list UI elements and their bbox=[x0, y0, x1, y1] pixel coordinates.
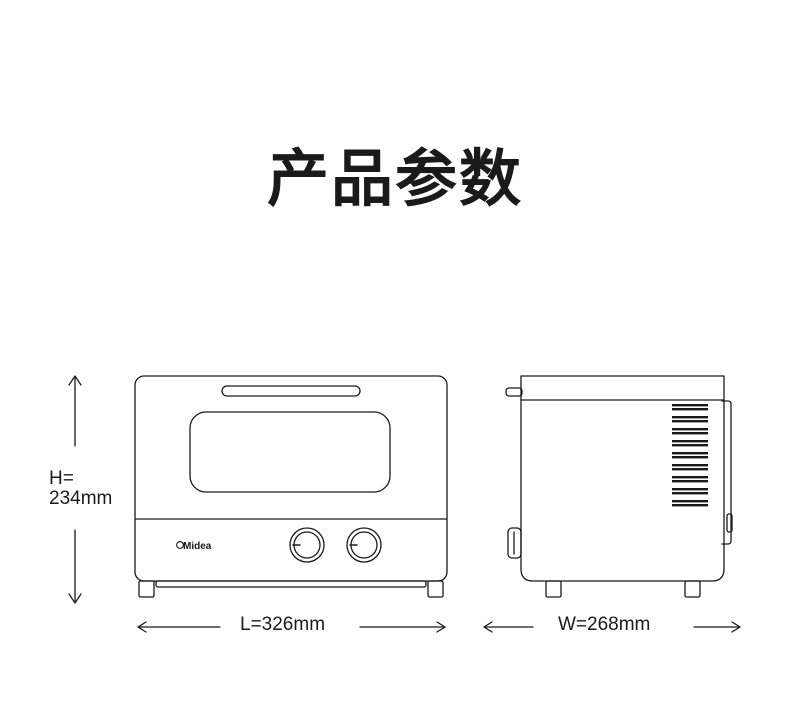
length-arrow bbox=[137, 621, 446, 633]
height-dimension-label: H= 234mm bbox=[49, 469, 112, 509]
side-vent-grille bbox=[672, 404, 708, 507]
oven-side-view bbox=[505, 375, 733, 598]
width-dimension-label: W=268mm bbox=[558, 614, 651, 635]
oven-front-view bbox=[134, 375, 448, 598]
width-arrow bbox=[483, 621, 741, 633]
height-label-line2: 234mm bbox=[49, 487, 113, 509]
length-dimension-label: L=326mm bbox=[240, 614, 326, 635]
logo-text: Midea bbox=[183, 541, 212, 552]
page-title: 产品参数 bbox=[266, 142, 523, 215]
height-label-line1: H= bbox=[49, 468, 74, 489]
midea-logo: Midea bbox=[176, 541, 212, 552]
height-arrow bbox=[68, 375, 82, 604]
